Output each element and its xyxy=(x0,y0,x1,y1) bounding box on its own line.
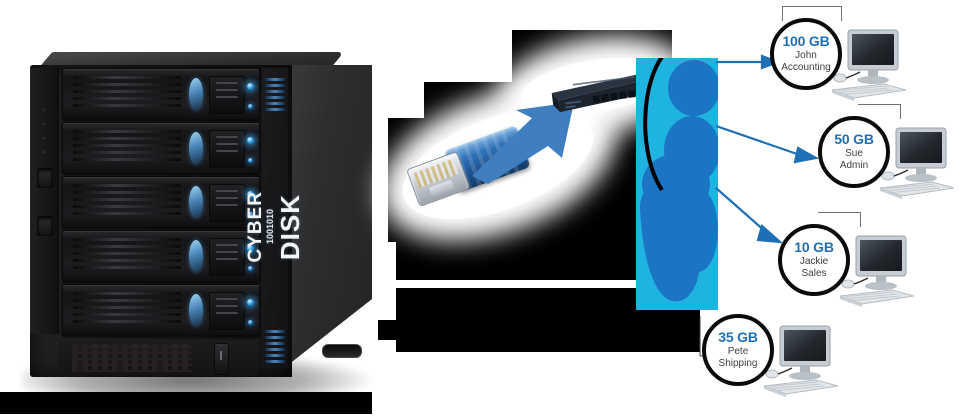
storage-quota-badge[interactable]: 35 GB Pete Shipping xyxy=(702,314,774,386)
drive-power-led-icon xyxy=(248,320,253,325)
nas-vent-grid xyxy=(72,344,192,372)
network-cloud-icon xyxy=(636,58,718,310)
quota-user: John xyxy=(795,50,817,62)
status-led-icon xyxy=(42,150,47,155)
drive-vents xyxy=(73,184,181,220)
drive-vents xyxy=(73,130,181,166)
nas-side-slot xyxy=(322,344,362,358)
render-artifact-block xyxy=(378,320,400,340)
storage-quota-badge[interactable]: 10 GB Jackie Sales xyxy=(778,224,850,296)
drive-vents xyxy=(73,238,181,274)
status-led-icon xyxy=(42,108,47,113)
drive-bay xyxy=(62,230,260,282)
workstation-icon xyxy=(831,29,907,101)
drive-handle xyxy=(189,132,203,164)
logo-bars-bottom xyxy=(265,330,285,366)
nas-left-bezel xyxy=(30,68,59,334)
endpoint-bracket xyxy=(858,104,901,119)
drive-bay xyxy=(62,176,260,228)
quota-user: Sue xyxy=(845,148,863,160)
quota-capacity: 10 GB xyxy=(794,239,834,256)
storage-quota-badge[interactable]: 100 GB John Accounting xyxy=(770,18,842,90)
drive-latch xyxy=(209,292,245,330)
drive-latch xyxy=(209,184,245,222)
workstation-icon xyxy=(879,127,955,199)
drive-activity-led-icon xyxy=(247,83,254,90)
drive-activity-led-icon xyxy=(247,137,254,144)
quota-capacity: 50 GB xyxy=(834,131,874,148)
power-button[interactable] xyxy=(214,343,229,375)
workstation-icon xyxy=(839,235,915,307)
quota-capacity: 100 GB xyxy=(782,33,830,50)
usb-port-icon xyxy=(37,216,53,236)
drive-latch xyxy=(209,238,245,276)
drive-power-led-icon xyxy=(248,104,253,109)
status-led-icon xyxy=(42,136,47,141)
nas-lower-panel xyxy=(58,340,258,376)
quota-user: Pete xyxy=(727,346,749,358)
drive-latch xyxy=(209,76,245,114)
quota-dept: Shipping xyxy=(718,358,758,370)
nas-appliance: CYBER 1001010 DISK xyxy=(22,52,372,408)
storage-quota-badge[interactable]: 50 GB Sue Admin xyxy=(818,116,890,188)
quota-dept: Sales xyxy=(801,268,827,280)
drive-power-led-icon xyxy=(248,158,253,163)
status-led-icon xyxy=(42,122,47,127)
drive-handle xyxy=(189,78,203,110)
usb-port-icon xyxy=(37,168,53,188)
quota-user: Jackie xyxy=(799,256,829,268)
drive-vents xyxy=(73,76,181,112)
drive-bay xyxy=(62,284,260,336)
endpoint-bracket xyxy=(818,212,861,227)
quota-capacity: 35 GB xyxy=(718,329,758,346)
drive-handle xyxy=(189,186,203,218)
drive-power-led-icon xyxy=(248,266,253,271)
logo-bars-top xyxy=(265,78,285,114)
quota-dept: Admin xyxy=(839,160,869,172)
endpoint-bracket xyxy=(782,6,842,21)
render-artifact-block xyxy=(396,242,672,280)
nas-logo-strip: CYBER 1001010 DISK xyxy=(245,68,305,368)
drive-bay xyxy=(62,68,260,120)
workstation-icon xyxy=(763,325,839,397)
drive-bay-stack xyxy=(62,68,260,336)
drive-power-led-icon xyxy=(248,212,253,217)
drive-vents xyxy=(73,292,181,328)
drive-latch xyxy=(209,130,245,168)
drive-bay xyxy=(62,122,260,174)
connect-arrow-icon xyxy=(472,102,574,184)
quota-dept: Accounting xyxy=(781,62,831,74)
drive-activity-led-icon xyxy=(247,245,254,252)
drive-handle xyxy=(189,294,203,326)
drive-activity-led-icon xyxy=(247,191,254,198)
drive-activity-led-icon xyxy=(247,299,254,306)
drive-handle xyxy=(189,240,203,272)
